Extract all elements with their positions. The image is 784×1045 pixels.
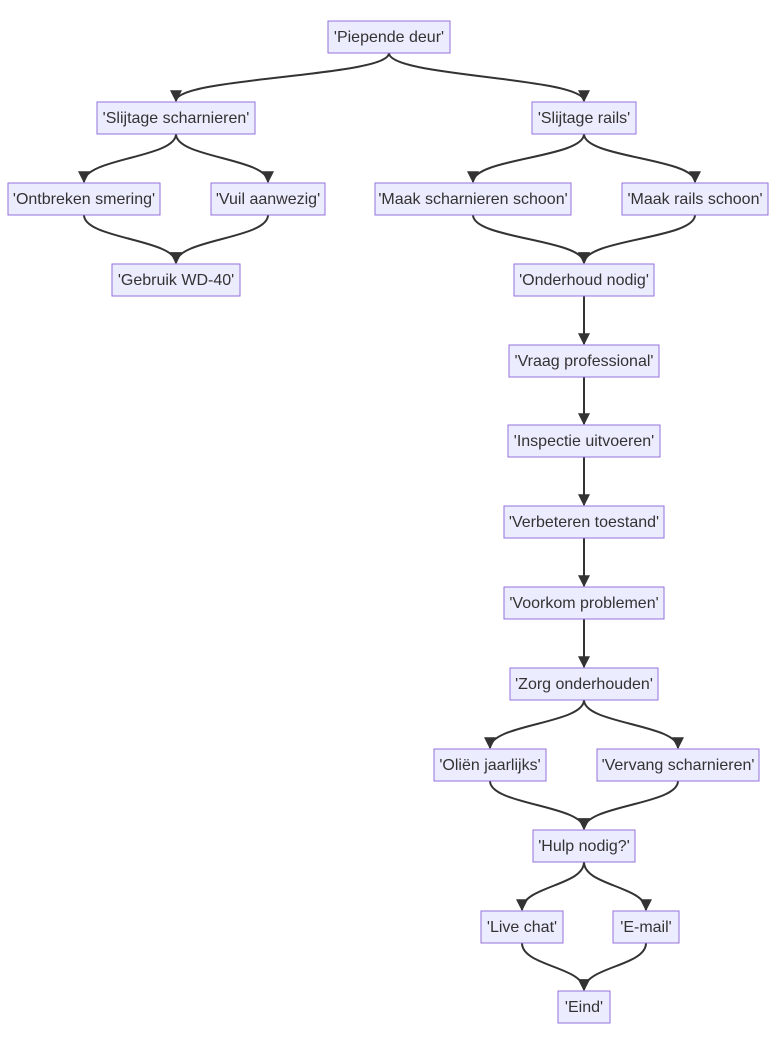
edge-hulp-nodig-to-live-chat (516, 861, 585, 912)
node-label: 'Ontbreken smering' (13, 191, 155, 208)
edge-piepende-deur-to-slijtage-scharnieren (170, 52, 390, 103)
node-maak-rails-schoon: 'Maak rails schoon' (621, 182, 769, 216)
node-label: 'Vervang scharnieren' (602, 757, 755, 774)
node-e-mail: 'E-mail' (612, 910, 680, 944)
node-label: 'Vraag professional' (515, 353, 654, 370)
edge-live-chat-to-eind (521, 942, 590, 992)
node-olien-jaarlijks: 'Oliën jaarlijks' (433, 748, 547, 782)
node-label: 'Voorkom problemen' (509, 595, 658, 612)
edge-zorg-onderhouden-to-vervang-scharnieren (583, 699, 684, 750)
node-live-chat: 'Live chat' (480, 910, 564, 944)
node-onderhoud-nodig: 'Onderhoud nodig' (513, 263, 655, 297)
node-inspectie-uitvoeren: 'Inspectie uitvoeren' (507, 424, 661, 458)
node-verbeteren-toestand: 'Verbeteren toestand' (503, 505, 665, 539)
node-zorg-onderhouden: 'Zorg onderhouden' (509, 667, 659, 701)
node-label: 'E-mail' (620, 919, 671, 936)
edge-e-mail-to-eind (578, 942, 647, 992)
node-maak-scharnieren-schoon: 'Maak scharnieren schoon' (374, 182, 572, 216)
node-label: 'Slijtage scharnieren' (103, 110, 250, 127)
node-label: 'Hulp nodig?' (538, 838, 630, 855)
node-hulp-nodig: 'Hulp nodig?' (532, 829, 636, 863)
node-box (7, 182, 161, 216)
node-gebruik-wd40: 'Gebruik WD-40' (111, 263, 241, 297)
node-eind: 'Eind' (557, 990, 611, 1024)
node-vervang-scharnieren: 'Vervang scharnieren' (596, 748, 760, 782)
edge-slijtage-scharnieren-to-ontbreken-smering (78, 133, 177, 184)
edge-hulp-nodig-to-e-mail (583, 861, 652, 912)
nodes-layer: 'Piepende deur' 'Slijtage scharnieren' 'Sl… (7, 20, 769, 1024)
node-label: 'Zorg onderhouden' (515, 676, 653, 693)
node-vraag-professional: 'Vraag professional' (508, 344, 660, 378)
edge-vervang-scharnieren-to-hulp-nodig (578, 780, 679, 831)
edges-layer (78, 52, 701, 992)
edge-ontbreken-smering-to-gebruik-wd40 (83, 214, 182, 265)
edge-zorg-onderhouden-to-olien-jaarlijks (484, 699, 585, 750)
edge-piepende-deur-to-slijtage-rails (388, 52, 590, 103)
node-box (531, 101, 637, 135)
node-box (96, 101, 256, 135)
node-label: 'Vuil aanwezig' (216, 191, 320, 208)
node-vuil-aanwezig: 'Vuil aanwezig' (210, 182, 326, 216)
node-slijtage-scharnieren: 'Slijtage scharnieren' (96, 101, 256, 135)
node-box (480, 910, 564, 944)
node-box (508, 344, 660, 378)
node-piepende-deur: 'Piepende deur' (327, 20, 451, 54)
node-label: 'Maak rails schoon' (627, 191, 762, 208)
edge-olien-jaarlijks-to-hulp-nodig (489, 780, 590, 831)
node-label: 'Maak scharnieren schoon' (378, 191, 567, 208)
edge-slijtage-scharnieren-to-vuil-aanwezig (175, 133, 274, 184)
edge-slijtage-rails-to-maak-rails-schoon (583, 133, 701, 184)
node-box (507, 424, 661, 458)
node-box (621, 182, 769, 216)
node-label: 'Eind' (565, 999, 603, 1016)
node-box (433, 748, 547, 782)
node-label: 'Onderhoud nodig' (519, 272, 649, 289)
node-label: 'Gebruik WD-40' (118, 272, 234, 289)
node-box (596, 748, 760, 782)
edge-maak-scharnieren-schoon-to-onderhoud-nodig (472, 214, 590, 265)
node-label: 'Verbeteren toestand' (509, 514, 659, 531)
edge-maak-rails-schoon-to-onderhoud-nodig (578, 214, 696, 265)
edge-slijtage-rails-to-maak-scharnieren-schoon (467, 133, 585, 184)
node-box (503, 586, 665, 620)
node-box (612, 910, 680, 944)
node-box (513, 263, 655, 297)
node-box (503, 505, 665, 539)
node-box (327, 20, 451, 54)
node-ontbreken-smering: 'Ontbreken smering' (7, 182, 161, 216)
node-box (374, 182, 572, 216)
node-label: 'Oliën jaarlijks' (439, 757, 540, 774)
node-box (210, 182, 326, 216)
node-box (557, 990, 611, 1024)
node-label: 'Piepende deur' (334, 29, 444, 46)
node-label: 'Inspectie uitvoeren' (514, 433, 654, 450)
node-box (532, 829, 636, 863)
node-slijtage-rails: 'Slijtage rails' (531, 101, 637, 135)
node-box (111, 263, 241, 297)
edge-vuil-aanwezig-to-gebruik-wd40 (170, 214, 269, 265)
node-box (509, 667, 659, 701)
node-voorkom-problemen: 'Voorkom problemen' (503, 586, 665, 620)
node-label: 'Slijtage rails' (538, 110, 630, 127)
node-label: 'Live chat' (487, 919, 557, 936)
